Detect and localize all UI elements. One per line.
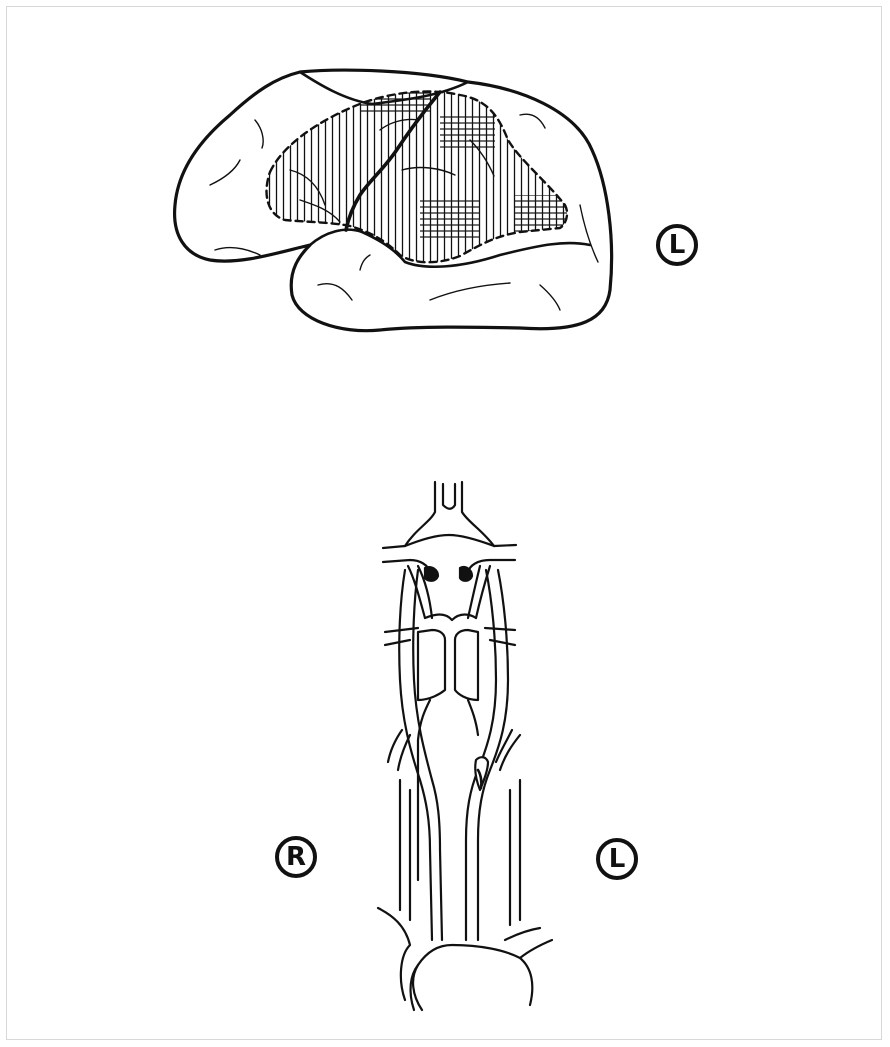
internal-carotid-right [399, 570, 432, 940]
left-side-label-text: L [609, 846, 626, 872]
occlusion-right [460, 567, 472, 581]
circle-of-willis [405, 535, 494, 546]
vertebral-arteries [418, 700, 430, 880]
brain-lateral-view [175, 70, 612, 331]
right-side-label: R [275, 836, 317, 878]
occlusion-left [425, 567, 438, 581]
arterial-diagram [378, 482, 552, 1010]
anterior-cerebral-left [405, 482, 435, 546]
brain-side-label-text: L [669, 232, 686, 258]
left-side-label: L [596, 838, 638, 880]
aortic-arch [378, 908, 410, 1000]
basilar-artery [418, 630, 445, 700]
right-side-label-text: R [286, 844, 306, 870]
brain-side-label: L [656, 224, 698, 266]
